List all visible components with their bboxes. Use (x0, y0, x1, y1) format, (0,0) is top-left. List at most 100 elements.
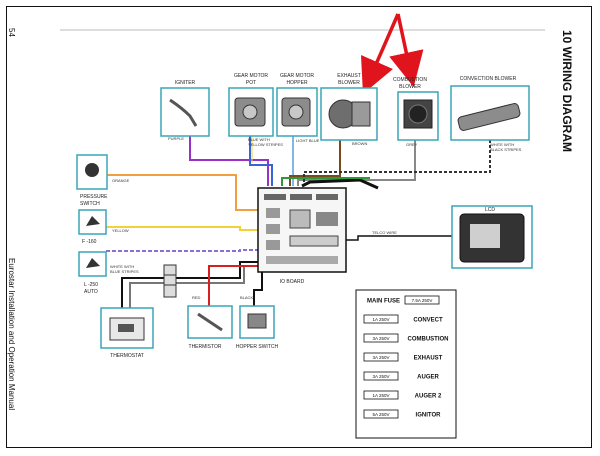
combustion-blower-label-1: COMBUSTION (393, 77, 427, 83)
telco-wire-label: TELCO WIRE (372, 230, 397, 235)
combustion-blower-label-2: BLOWER (399, 84, 421, 90)
white-blue-wire (106, 249, 258, 252)
pressure-switch-label-1: PRESSURE (80, 194, 108, 200)
igniter-label: IGNITER (175, 80, 196, 86)
fuse-label: AUGER 2 (415, 394, 442, 400)
fuse-row: 1A 250V AUGER 2 (363, 390, 442, 400)
l250-switch (78, 251, 107, 277)
gear-motor-pot-label-1: GEAR MOTOR (234, 73, 268, 79)
white-blue-label-2: BLUE STRIPES (110, 269, 139, 274)
arrow-to-combustion-blower (389, 13, 424, 88)
power-cord (301, 178, 379, 190)
green-wire (281, 177, 370, 186)
igniter (160, 87, 210, 137)
pressure-switch-label-2: SWITCH (80, 201, 100, 207)
hopper-switch-label: HOPPER SWITCH (236, 344, 279, 350)
orange-wire (106, 174, 258, 211)
red-wire-label: RED (192, 295, 201, 300)
yellow-wire-label: YELLOW (112, 228, 129, 233)
fuse-row: 5A 250V IGNITOR (363, 409, 442, 419)
page-border (6, 6, 592, 448)
exhaust-blower-label-1: EXHAUST (337, 73, 361, 79)
yellow-wire (106, 226, 258, 231)
fuse-rating-box (363, 371, 399, 381)
blue-yellow-label-1: BLUE WITH (248, 137, 270, 142)
exhaust-blower (320, 87, 378, 141)
gear-motor-hopper-label-1: GEAR MOTOR (280, 73, 314, 79)
grey-wire-label: GREY (406, 142, 418, 147)
fuse-row: 7.5A 250V MAIN FUSE (367, 295, 440, 305)
thermostat-wire-black (121, 261, 258, 310)
fuse-row: 3A 250V COMBUSTION (363, 333, 449, 343)
purple-wire (189, 134, 269, 186)
gear-motor-pot (228, 87, 274, 137)
brown-wire-label: BROWN (352, 141, 367, 146)
black-wire-label: BLACK (240, 295, 253, 300)
fuse-rating: 5A 250V (372, 412, 389, 417)
gear-motor-hopper (276, 87, 318, 137)
thermostat-wire-grey (129, 265, 258, 310)
fuse-rating: 3A 250V (372, 374, 389, 379)
fuse-rating: 3A 250V (372, 355, 389, 360)
io-board (257, 187, 347, 273)
white-black-label-1: WHITE WITH (490, 142, 514, 147)
lcd (451, 205, 533, 269)
fuse-rating-box (404, 295, 440, 305)
brown-wire (289, 140, 341, 186)
red-arrows (360, 13, 424, 95)
fuse-label: IGNITOR (416, 413, 442, 419)
fuse-label: MAIN FUSE (367, 299, 400, 305)
page-number: 54 (7, 28, 16, 37)
thermostat (100, 307, 154, 349)
l250-label-2: AUTO (84, 289, 98, 295)
fuse-label: EXHAUST (414, 356, 443, 362)
fuse-rating-box (363, 409, 399, 419)
fuse-row: 3A 250V EXHAUST (363, 352, 443, 362)
fuse-label: COMBUSTION (408, 337, 449, 343)
page-title: 10 WIRING DIAGRAM (560, 30, 574, 153)
thermistor (187, 305, 233, 339)
fuse-rating: 3A 250V (372, 336, 389, 341)
exhaust-blower-label-2: BLOWER (338, 80, 360, 86)
fuse-rating: 1A 250V (372, 393, 389, 398)
white-black-label-2: BLACK STRIPES (490, 147, 522, 152)
thermostat-label: THERMOSTAT (110, 353, 144, 359)
hopper-switch (239, 305, 275, 339)
light-blue-label: LIGHT BLUE (296, 138, 320, 143)
arrow-to-exhaust-blower (360, 13, 400, 95)
combustion-blower (397, 91, 439, 141)
purple-wire-label: PURPLE (168, 136, 184, 141)
page-footer: Eurostar Installation and Operation Manu… (7, 258, 16, 411)
convection-blower (450, 85, 530, 141)
lcd-label: LCD (485, 207, 495, 213)
fuse-label: CONVECT (413, 318, 443, 324)
fuse-row: 1A 250V CONVECT (363, 314, 443, 324)
fuse-rating: 7.5A 250V (412, 298, 433, 303)
convection-blower-label: CONVECTION BLOWER (460, 76, 517, 82)
fuse-rating-box (363, 314, 399, 324)
red-wire (208, 265, 258, 308)
pressure-switch (76, 154, 108, 190)
thermistor-label: THERMISTOR (189, 344, 222, 350)
gear-motor-hopper-label-2: HOPPER (286, 80, 308, 86)
blue-yellow-label-2: YELLOW STRIPES (248, 142, 283, 147)
l250-label-1: L -250 (84, 282, 98, 288)
fuse-rating: 1A 250V (372, 317, 389, 322)
wires (106, 134, 491, 310)
orange-wire-label: ORANGE (112, 178, 130, 183)
black-wire (253, 272, 263, 308)
blue-yellow-wire (249, 135, 273, 186)
f160-label: F -160 (82, 239, 97, 245)
fuse-rating-box (363, 352, 399, 362)
fuse-label: AUGER (417, 375, 439, 381)
fuse-rating-box (363, 333, 399, 343)
white-blue-label-1: WHITE WITH (110, 264, 134, 269)
fuse-table: 7.5A 250V MAIN FUSE 1A 250V CONVECT 3A 250V C… (355, 289, 457, 439)
terminal-block (163, 264, 177, 298)
fuse-rating-box (363, 390, 399, 400)
io-board-label: IO BOARD (280, 279, 305, 285)
telco-wire (345, 235, 452, 241)
gear-motor-pot-label-2: POT (246, 80, 256, 86)
